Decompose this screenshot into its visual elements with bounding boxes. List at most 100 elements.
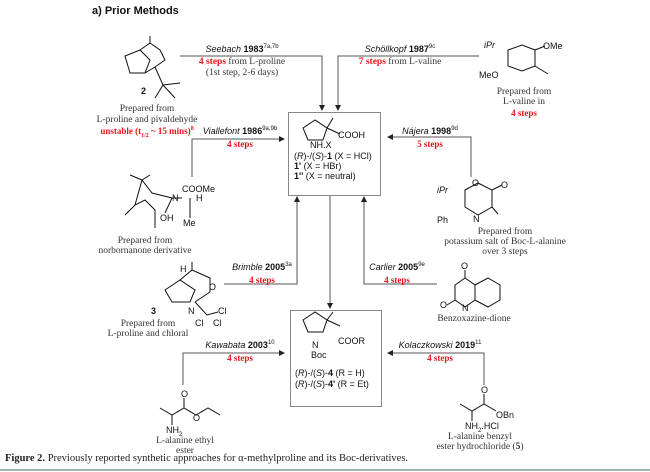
- route-brimble-steps: 4 steps: [249, 275, 275, 285]
- viallefont-desc2: norbornanone derivative: [98, 246, 192, 256]
- atom-label: O: [440, 300, 448, 310]
- target-1-line1: (R)-/(S)-1 (X = HCl): [294, 151, 372, 161]
- route-seebach-steps: 4 steps from L-proline: [198, 57, 286, 67]
- atom-label: NH.X: [310, 140, 332, 150]
- arrow-najera: [387, 134, 472, 177]
- atom-label: H: [196, 193, 203, 203]
- route-seebach-label: Seebach 19837a,7b: [205, 44, 279, 54]
- benzoxazine-name: Benzoxazine-dione: [437, 314, 511, 324]
- benzyl-desc1: L-alanine benzyl: [447, 432, 513, 442]
- structure-benzoxazine: [446, 270, 501, 308]
- route-kolaczkowski-steps: 4 steps: [427, 353, 453, 363]
- route-schollkopf-steps: 7 steps from L-valine: [358, 57, 442, 67]
- atom-label: OMe: [543, 41, 563, 51]
- compound-2-desc2: L-proline and pivaldehyde: [96, 115, 198, 125]
- atom-label: NH2: [166, 425, 183, 438]
- arrow-viallefont: [191, 136, 285, 177]
- atom-label: Boc: [311, 350, 327, 360]
- atom-label: O: [461, 261, 469, 271]
- najera-desc2: potassium salt of Boc-L-alanine: [444, 237, 566, 247]
- structure-schollkopf: [507, 44, 549, 75]
- atom-label: N: [462, 303, 469, 313]
- arrow-carlier: [361, 196, 437, 285]
- caption-rule: [0, 469, 650, 471]
- atom-label: N: [312, 340, 319, 350]
- target-1-line3: 1'' (X = neutral): [294, 171, 356, 181]
- figure-title: a) Prior Methods: [92, 5, 179, 17]
- compound-2-number: 2: [141, 86, 147, 96]
- atom-label: O: [209, 282, 217, 292]
- atom-label: N: [473, 214, 480, 224]
- compound-3-desc1: Prepared from: [120, 319, 176, 329]
- atom-label: Cl: [195, 318, 204, 328]
- figure-caption: Figure 2. Previously reported synthetic …: [5, 453, 409, 464]
- compound-3-desc2: L-proline and chloral: [107, 329, 189, 339]
- benzyl-desc2: ester hydrochloride (5): [436, 442, 524, 452]
- atom-label: H: [180, 264, 187, 274]
- ethyl-desc1: L-alanine ethyl: [156, 436, 214, 446]
- atom-label: O: [181, 389, 189, 399]
- route-kawabata-label: Kawabata 200310: [205, 340, 275, 350]
- atom-label: COOMe: [182, 184, 216, 194]
- atom-label: O: [501, 180, 509, 190]
- compound-2-warning: unstable (t1/2 ~ 15 mins)8: [100, 126, 194, 139]
- route-viallefont-label: Viallefont 19869a,9b: [202, 126, 278, 136]
- structure-najera: [464, 182, 503, 216]
- arrow-kolaczkowski: [387, 350, 485, 385]
- arrow-brimble: [224, 196, 300, 285]
- atom-label: O: [481, 385, 489, 395]
- atom-label: OBn: [496, 410, 515, 420]
- atom-label: N: [172, 193, 179, 203]
- arrow-schollkopf: [335, 55, 479, 111]
- route-brimble-label: Brimble 20053a: [232, 262, 292, 272]
- schollkopf-steps: 4 steps: [511, 108, 537, 118]
- route-carlier-steps: 4 steps: [384, 275, 410, 285]
- schollkopf-desc1: Prepared from: [496, 87, 552, 97]
- atom-label: Cl: [213, 318, 222, 328]
- compound-2-desc1: Prepared from: [119, 104, 175, 114]
- atom-label: NH2.HCl: [465, 421, 499, 434]
- najera-desc1: Prepared from: [477, 227, 533, 237]
- target-1-box: [288, 112, 381, 196]
- target-1-line2: 1' (X = HBr): [294, 161, 342, 171]
- route-seebach-note: (1st step, 2-6 days): [205, 68, 279, 78]
- atom-label: iPr: [484, 40, 495, 50]
- route-schollkopf-label: Schöllkopf 19879c: [364, 44, 436, 54]
- route-kolaczkowski-label: Kolaczkowski 201911: [398, 340, 482, 350]
- structure-4: [302, 311, 341, 333]
- compound-3-number: 3: [151, 306, 157, 316]
- structure-viallefont: [124, 174, 191, 228]
- atom-label: O: [193, 413, 201, 423]
- target-4-line1: (R)-/(S)-4 (R = H): [295, 368, 365, 378]
- atom-label: COOR: [338, 336, 365, 346]
- structure-2: [124, 36, 181, 99]
- najera-desc3: over 3 steps: [482, 247, 528, 257]
- atom-label: N: [188, 306, 195, 316]
- structure-ethyl: [159, 398, 221, 425]
- target-4-box: [290, 310, 382, 407]
- atom-label: Cl: [218, 306, 227, 316]
- atom-label: Me: [183, 218, 196, 228]
- atom-label: O: [472, 178, 480, 188]
- route-kawabata-steps: 4 steps: [227, 353, 253, 363]
- atom-label: COOH: [338, 130, 365, 140]
- schollkopf-desc2: L-valine in: [503, 97, 545, 107]
- atom-label: Ph: [437, 215, 449, 225]
- atom-label: OH: [160, 213, 174, 223]
- arrow-seebach: [180, 55, 325, 111]
- arrow-kawabata: [182, 350, 285, 385]
- route-najera-label: Nájera 19989d: [402, 126, 458, 136]
- structure-benzyl: [459, 394, 497, 421]
- structure-1: [302, 117, 341, 141]
- route-viallefont-steps: 4 steps: [227, 139, 253, 149]
- route-najera-steps: 5 steps: [417, 139, 443, 149]
- atom-label: iPr: [437, 185, 448, 195]
- ethyl-desc2: ester: [176, 446, 194, 456]
- atom-label: MeO: [479, 70, 499, 80]
- route-carlier-label: Carlier 20059e: [369, 262, 425, 272]
- target-4-line2: (R)-/(S)-4' (R = Et): [295, 379, 369, 389]
- structure-3: [164, 262, 219, 316]
- viallefont-desc1: Prepared from: [117, 236, 173, 246]
